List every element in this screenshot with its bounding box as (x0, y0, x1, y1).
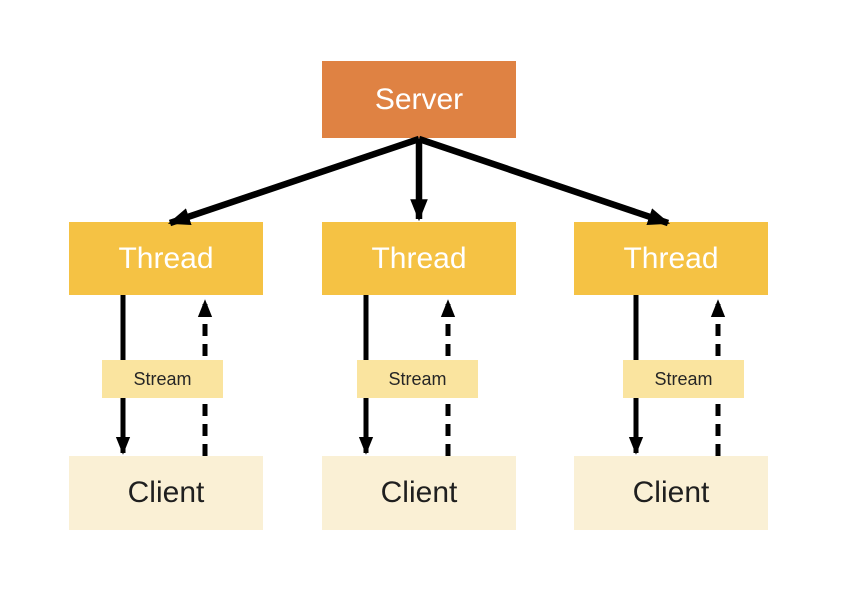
client-label: Client (380, 476, 458, 509)
server-to-thread-3-arrow (417, 135, 671, 227)
client-node-1: Client (69, 456, 263, 530)
client-node-3: Client (574, 456, 768, 530)
client-node-2: Client (322, 456, 516, 530)
stream-label: Stream (654, 368, 713, 389)
thread-label: Thread (623, 241, 719, 275)
server-node: Server (322, 61, 516, 138)
stream-label-box-3: Stream (623, 360, 744, 398)
thread-node-1: Thread (69, 222, 263, 295)
stream-label: Stream (133, 368, 192, 389)
server-to-thread-1-arrow (167, 135, 421, 227)
thread-node-3: Thread (574, 222, 768, 295)
stream-label: Stream (388, 368, 447, 389)
server-label: Server (374, 82, 464, 116)
stream-label-box-2: Stream (357, 360, 478, 398)
thread-node-2: Thread (322, 222, 516, 295)
thread-label: Thread (118, 241, 214, 275)
client-label: Client (632, 476, 710, 509)
thread-label: Thread (371, 241, 467, 275)
client-label: Client (127, 476, 205, 509)
stream-label-box-1: Stream (102, 360, 223, 398)
